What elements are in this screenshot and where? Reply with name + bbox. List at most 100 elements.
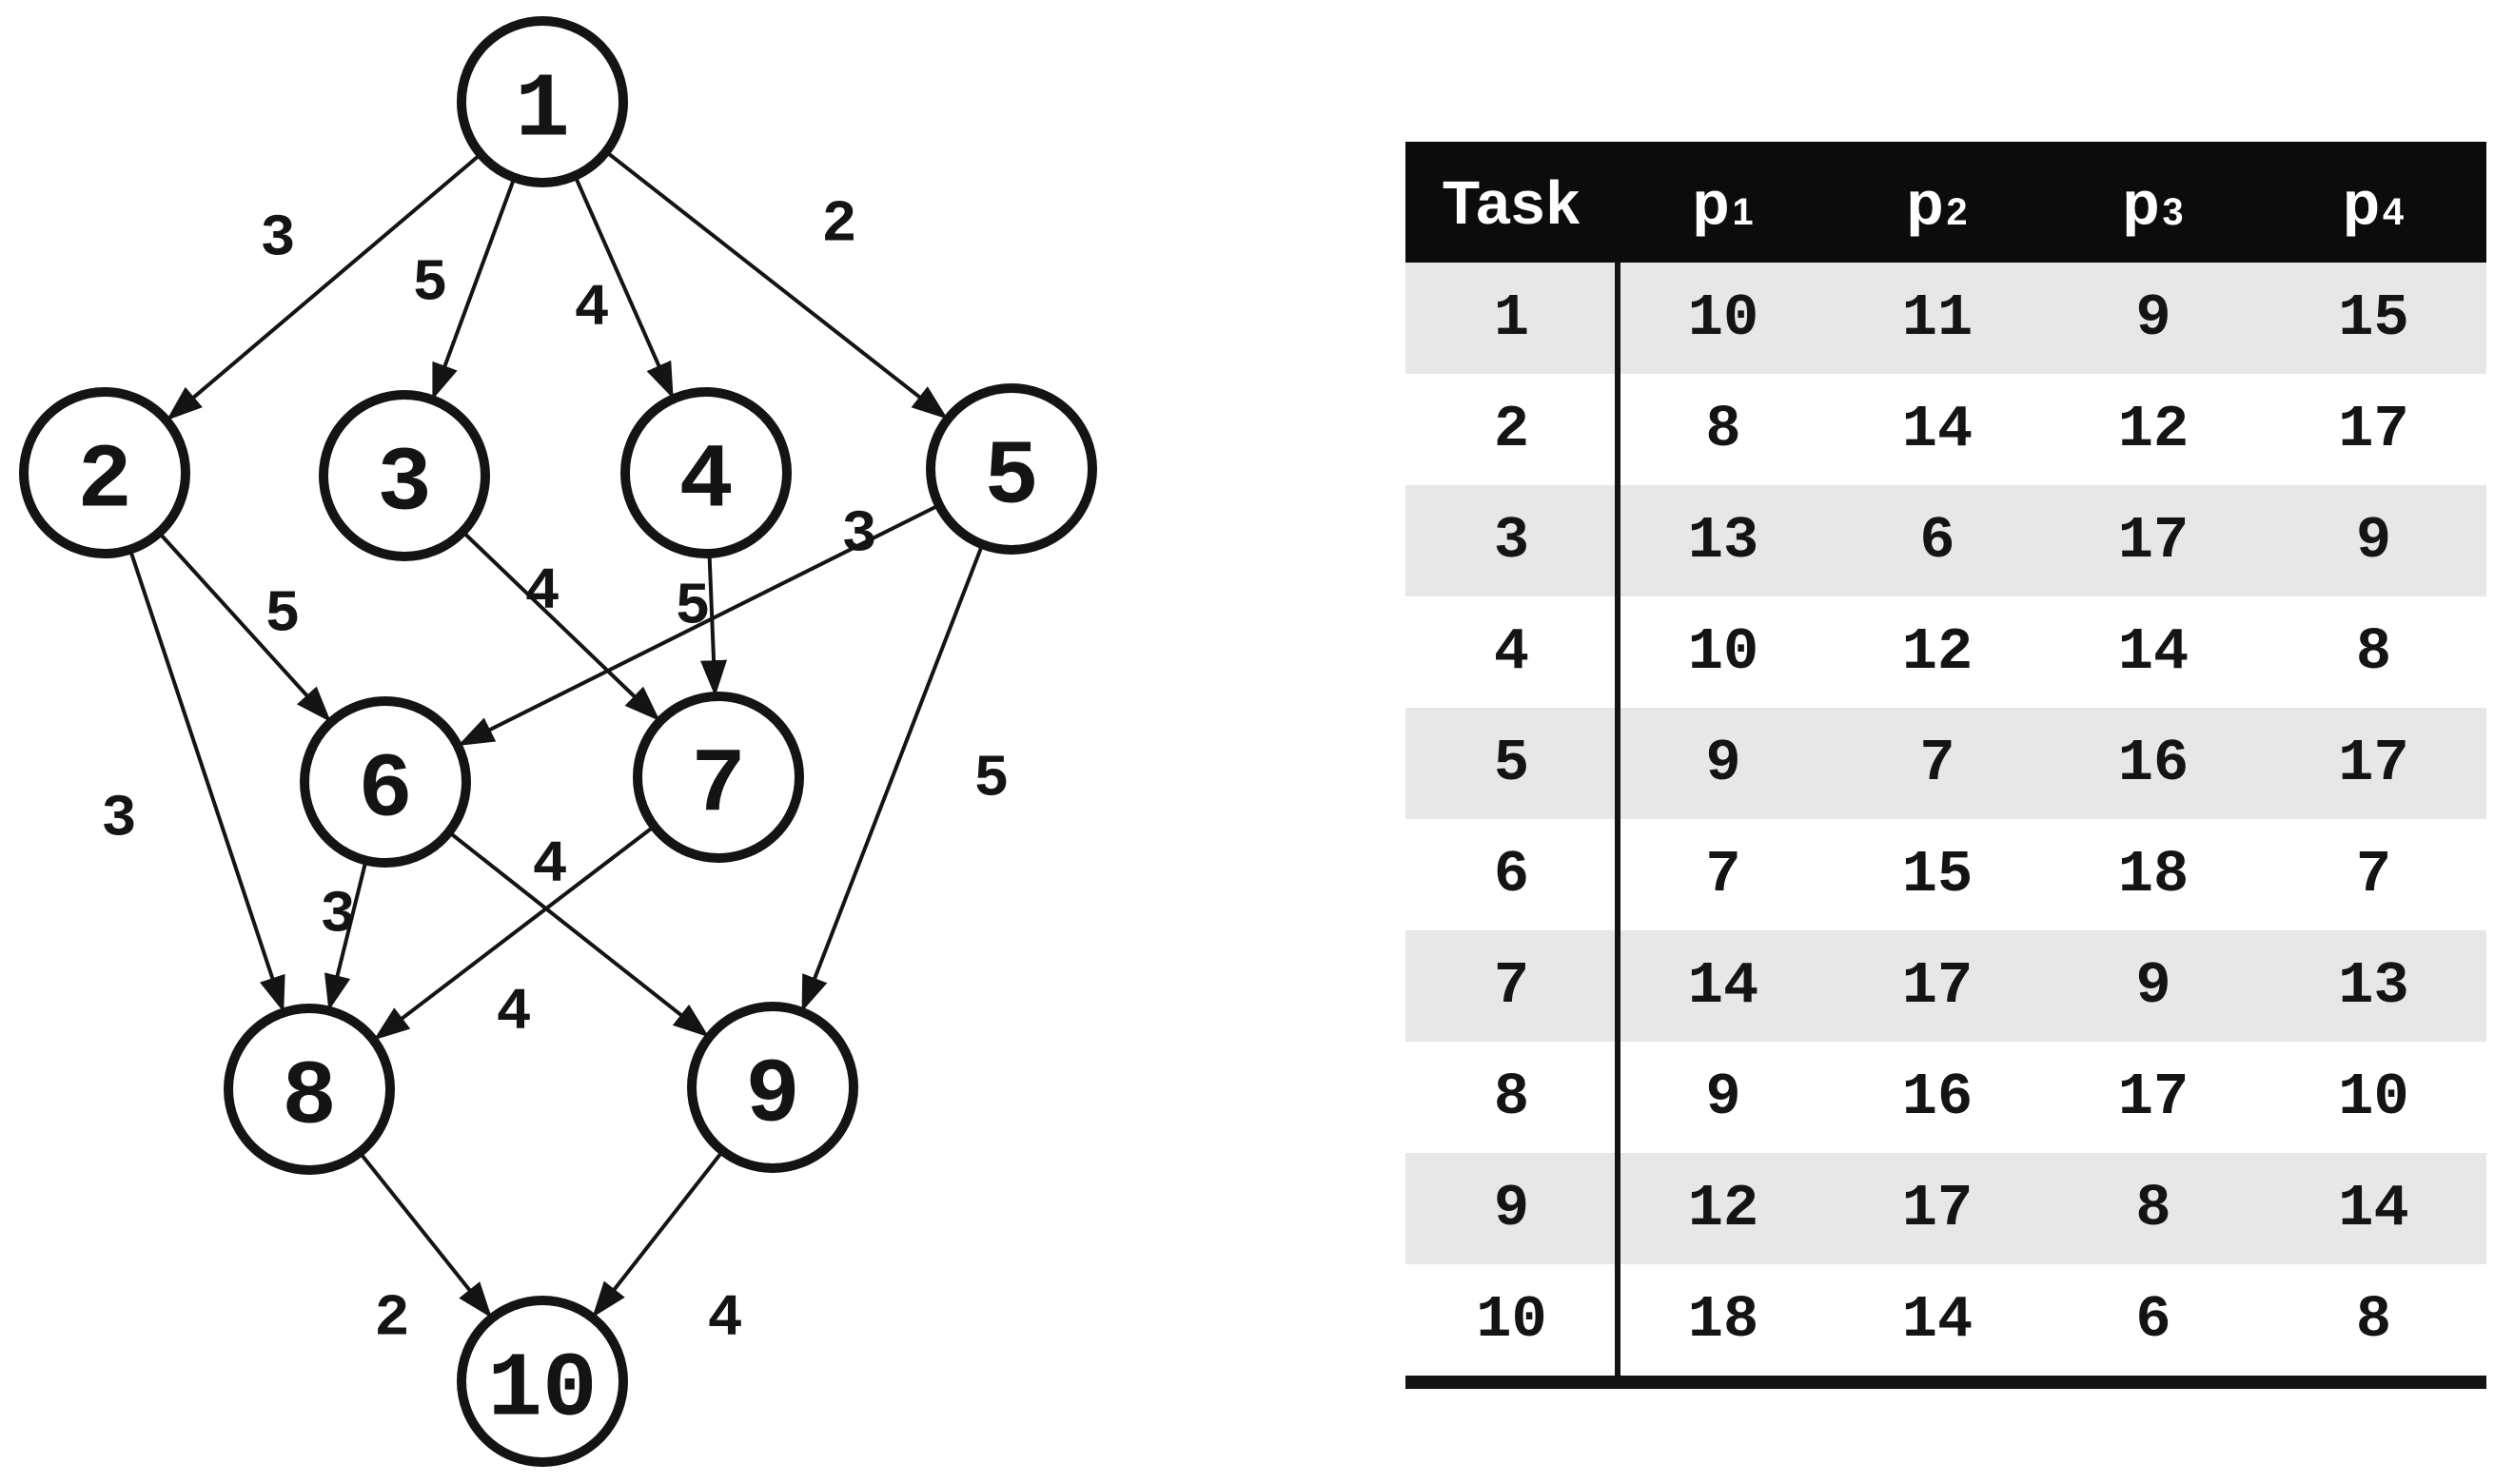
table-cell-p3-task-7: 9 — [2135, 952, 2171, 1020]
table-cell-p3-task-5: 16 — [2117, 730, 2190, 797]
graph-edge-8-10 — [358, 1151, 493, 1318]
graph-edge-weight-9-10: 4 — [707, 1284, 742, 1352]
table-header-label: p — [2122, 167, 2161, 237]
table-cell-task-6: 6 — [1493, 841, 1530, 908]
graph-nodes: 1 2 3 4 5 6 7 8 9 10 — [19, 16, 1097, 1467]
graph-edge-weight-1-5: 2 — [821, 190, 856, 258]
table-header-subscript: 3 — [2162, 191, 2185, 234]
table-cell-task-7: 7 — [1493, 952, 1530, 1020]
table-cell-p1-task-1: 10 — [1687, 284, 1759, 352]
graph-edge-1-4 — [573, 174, 675, 400]
graph-edge-9-10 — [592, 1149, 725, 1318]
graph-node-label-10: 10 — [487, 1338, 597, 1442]
table-cell-p4-task-2: 17 — [2338, 396, 2409, 463]
graph-node-circle-3 — [319, 390, 490, 561]
graph-edge-weight-7-8: 4 — [496, 978, 531, 1045]
graph-node-circle-6 — [300, 696, 471, 868]
table-cell-p2-task-8: 16 — [1901, 1064, 1974, 1131]
table-cell-p1-task-10: 18 — [1687, 1286, 1759, 1354]
table-cell-p2-task-6: 15 — [1901, 841, 1974, 908]
graph-node-label-4: 4 — [678, 430, 734, 534]
table-cell-p2-task-1: 11 — [1901, 284, 1974, 352]
graph-edge-weight-8-10: 2 — [374, 1284, 409, 1352]
graph-edge-5-6 — [458, 503, 940, 747]
graph-node-label-7: 7 — [691, 734, 746, 838]
graph-edges — [128, 149, 985, 1318]
table-cell-p3-task-2: 12 — [2117, 396, 2190, 463]
graph-edge-weight-6-8: 3 — [320, 881, 355, 948]
graph-edge-weight-5-6: 3 — [841, 500, 876, 568]
table-cell-p1-task-6: 7 — [1705, 841, 1741, 908]
graph-edge-6-8 — [324, 860, 368, 1011]
table-cell-p2-task-9: 17 — [1901, 1175, 1974, 1242]
graph-edge-1-5 — [604, 149, 949, 420]
table-cell-p4-task-5: 17 — [2338, 730, 2409, 797]
graph-edge-4-7 — [700, 553, 728, 697]
graph-edge-weight-2-6: 5 — [265, 580, 300, 648]
table-header-subscript: 4 — [2383, 191, 2406, 234]
table-cell-p4-task-7: 13 — [2338, 952, 2409, 1020]
graph-node-label-8: 8 — [282, 1046, 337, 1150]
table-cell-p4-task-8: 10 — [2338, 1064, 2409, 1131]
graph-edge-weight-3-7: 4 — [524, 557, 560, 625]
table-cell-p2-task-7: 17 — [1901, 952, 1974, 1020]
graph-edge-weight-6-9: 4 — [532, 830, 567, 898]
table-cell-p4-task-6: 7 — [2355, 841, 2392, 908]
table-bottom-rule — [1405, 1376, 2486, 1389]
graph-edge-5-9 — [800, 543, 985, 1012]
table-cell-p4-task-9: 14 — [2338, 1175, 2409, 1242]
graph-edge-weight-5-9: 5 — [973, 745, 1009, 812]
graph-edge-1-2 — [166, 152, 482, 421]
graph-edge-3-7 — [461, 530, 660, 722]
graph-node-label-6: 6 — [358, 739, 413, 843]
table-header-label: p — [1692, 167, 1731, 237]
table-cell-p1-task-5: 9 — [1705, 730, 1741, 797]
table-cell-p4-task-4: 8 — [2355, 618, 2392, 686]
graph-node-circle-5 — [926, 383, 1097, 555]
graph-edge-2-6 — [157, 531, 331, 723]
graph-edge-1-3 — [431, 177, 517, 400]
table-header-label: Task — [1442, 167, 1581, 237]
graph-edge-2-8 — [128, 549, 285, 1013]
table-cell-p1-task-2: 8 — [1705, 396, 1741, 463]
graph-node-circle-9 — [687, 1002, 858, 1173]
table-header-label: p — [2342, 167, 2381, 237]
table-cell-p1-task-3: 13 — [1687, 507, 1759, 575]
table-cell-p2-task-10: 14 — [1901, 1286, 1974, 1354]
table-cell-task-8: 8 — [1493, 1064, 1530, 1131]
graph-node-circle-4 — [620, 387, 792, 558]
table-cell-p2-task-5: 7 — [1919, 730, 1955, 797]
graph-node-label-2: 2 — [77, 430, 132, 534]
graph-node-label-5: 5 — [984, 426, 1039, 530]
table-cell-p3-task-8: 17 — [2117, 1064, 2190, 1131]
graph-edge-6-9 — [447, 830, 710, 1038]
table-cell-task-3: 3 — [1493, 507, 1530, 575]
table-cell-p2-task-2: 14 — [1901, 396, 1974, 463]
graph-node-circle-1 — [457, 16, 628, 187]
table-cell-task-5: 5 — [1493, 730, 1530, 797]
graph-edge-7-8 — [373, 825, 656, 1041]
table-cell-p3-task-10: 6 — [2135, 1286, 2171, 1354]
graph-edge-weight-1-3: 5 — [412, 249, 447, 317]
graph-node-label-3: 3 — [377, 433, 432, 537]
table-cell-p1-task-7: 14 — [1687, 952, 1759, 1020]
table-cell-p3-task-1: 9 — [2135, 284, 2171, 352]
table-row-7: 7 14 17 9 13 — [1405, 930, 2486, 1042]
table-header-subscript: 2 — [1946, 191, 1969, 234]
table-cell-p1-task-8: 9 — [1705, 1064, 1741, 1131]
graph-node-label-1: 1 — [515, 59, 570, 163]
table-cell-p2-task-4: 12 — [1901, 618, 1974, 686]
graph-node-circle-8 — [224, 1004, 395, 1175]
graph-node-label-9: 9 — [745, 1045, 800, 1148]
